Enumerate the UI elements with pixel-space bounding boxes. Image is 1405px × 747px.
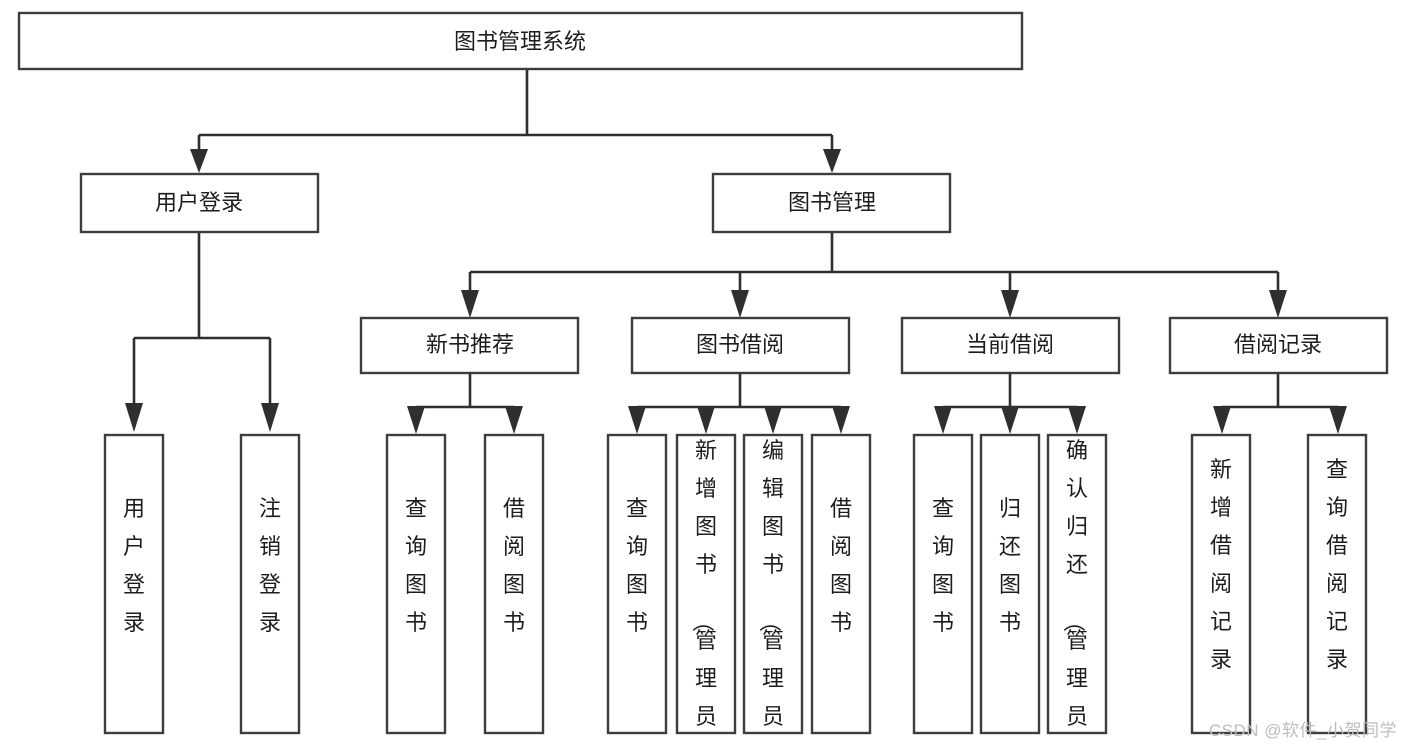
node-user-login-box[interactable] (79, 172, 320, 234)
node-leaf-edit-book-label: 编辑图书（管理员） (757, 438, 784, 747)
node-new-book-rec[interactable]: 新书推荐 (359, 316, 580, 375)
arrow-br-leaf1 (1213, 406, 1231, 434)
arrow-cb-leaf1 (934, 406, 952, 434)
node-new-book-rec-box[interactable] (359, 316, 580, 375)
node-leaf-logout-label: 注销登录 (259, 496, 281, 635)
arrow-bb-leaf2 (697, 406, 715, 434)
node-root-box[interactable] (17, 11, 1024, 71)
arrow-nbr-leaf1 (407, 406, 425, 434)
node-leaf-confirm-return[interactable]: 确认归还（管理员） (1046, 433, 1108, 747)
node-leaf-query-record-label: 查询借阅记录 (1326, 457, 1348, 672)
node-leaf-borrow-book-1[interactable]: 借阅图书 (483, 433, 545, 735)
node-borrow-record-label: 借阅记录 (1234, 332, 1322, 357)
node-book-manage[interactable]: 图书管理 (711, 172, 952, 234)
node-book-borrow-box[interactable] (630, 316, 851, 375)
node-book-manage-label: 图书管理 (788, 190, 876, 215)
node-leaf-logout-box[interactable] (239, 433, 301, 735)
arrow-to-current-borrow (1001, 290, 1019, 318)
connector-layer (125, 69, 1347, 434)
node-leaf-borrow-book-2[interactable]: 借阅图书 (810, 433, 872, 735)
node-leaf-add-record[interactable]: 新增借阅记录 (1190, 433, 1252, 735)
node-leaf-user-login-box[interactable] (103, 433, 165, 735)
node-book-borrow-label: 图书借阅 (696, 332, 784, 357)
node-new-book-rec-label: 新书推荐 (426, 332, 514, 357)
node-leaf-return-book-box[interactable] (979, 433, 1041, 735)
arrow-to-borrow-record (1269, 290, 1287, 318)
node-leaf-return-book[interactable]: 归还图书 (979, 433, 1041, 735)
node-leaf-query-book-3-label: 查询图书 (932, 496, 954, 635)
node-leaf-user-login-label: 用户登录 (123, 496, 145, 635)
arrow-to-leaf-user-login (125, 403, 143, 432)
node-leaf-query-book-2[interactable]: 查询图书 (606, 433, 668, 735)
node-leaf-user-login[interactable]: 用户登录 (103, 433, 165, 735)
node-leaf-query-book-2-box[interactable] (606, 433, 668, 735)
node-root-label: 图书管理系统 (454, 29, 586, 54)
node-leaf-add-book-label: 新增图书（管理员） (690, 438, 717, 747)
node-current-borrow[interactable]: 当前借阅 (900, 316, 1121, 375)
arrow-to-leaf-logout (261, 403, 279, 432)
node-current-borrow-label: 当前借阅 (966, 332, 1054, 357)
arrow-bb-leaf3 (764, 406, 782, 434)
arrow-cb-leaf3 (1068, 406, 1086, 434)
arrow-nbr-leaf2 (505, 406, 523, 434)
node-leaf-borrow-book-2-box[interactable] (810, 433, 872, 735)
arrow-root-to-user-login (190, 149, 208, 173)
node-leaf-query-book-1-box[interactable] (385, 433, 447, 735)
node-leaf-borrow-book-1-label: 借阅图书 (503, 496, 525, 635)
node-leaf-edit-book-box[interactable] (742, 433, 804, 735)
node-book-manage-box[interactable] (711, 172, 952, 234)
node-leaf-add-book-box[interactable] (675, 433, 737, 735)
node-leaf-query-book-1-label: 查询图书 (405, 496, 427, 635)
node-leaf-borrow-book-2-label: 借阅图书 (830, 496, 852, 635)
arrow-bb-leaf1 (628, 406, 646, 434)
node-leaf-confirm-return-box[interactable] (1046, 433, 1108, 735)
node-leaf-query-book-3[interactable]: 查询图书 (912, 433, 974, 735)
node-leaf-confirm-return-label: 确认归还（管理员） (1061, 438, 1088, 747)
node-leaf-add-book[interactable]: 新增图书（管理员） (675, 433, 737, 747)
node-borrow-record-box[interactable] (1168, 316, 1389, 375)
node-leaf-return-book-label: 归还图书 (999, 496, 1021, 635)
node-leaf-add-record-label: 新增借阅记录 (1210, 457, 1232, 672)
node-leaf-logout[interactable]: 注销登录 (239, 433, 301, 735)
node-leaf-query-record[interactable]: 查询借阅记录 (1306, 433, 1368, 735)
node-leaf-add-record-box[interactable] (1190, 433, 1252, 735)
node-leaf-query-record-box[interactable] (1306, 433, 1368, 735)
arrow-to-new-book-rec (461, 290, 479, 318)
arrow-to-book-borrow (731, 290, 749, 318)
node-leaf-query-book-1[interactable]: 查询图书 (385, 433, 447, 735)
node-user-login-label: 用户登录 (155, 190, 243, 215)
arrow-root-to-book-manage (823, 149, 841, 173)
node-user-login[interactable]: 用户登录 (79, 172, 320, 234)
arrow-br-leaf2 (1329, 406, 1347, 434)
arrow-bb-leaf4 (832, 406, 850, 434)
node-leaf-edit-book[interactable]: 编辑图书（管理员） (742, 433, 804, 747)
node-leaf-borrow-book-1-box[interactable] (483, 433, 545, 735)
node-leaf-query-book-3-box[interactable] (912, 433, 974, 735)
node-current-borrow-box[interactable] (900, 316, 1121, 375)
node-book-borrow[interactable]: 图书借阅 (630, 316, 851, 375)
node-borrow-record[interactable]: 借阅记录 (1168, 316, 1389, 375)
node-root[interactable]: 图书管理系统 (17, 11, 1024, 71)
arrow-cb-leaf2 (1001, 406, 1019, 434)
csdn-watermark: CSDN @软件_小贺同学 (1208, 721, 1397, 740)
node-leaf-query-book-2-label: 查询图书 (626, 496, 648, 635)
